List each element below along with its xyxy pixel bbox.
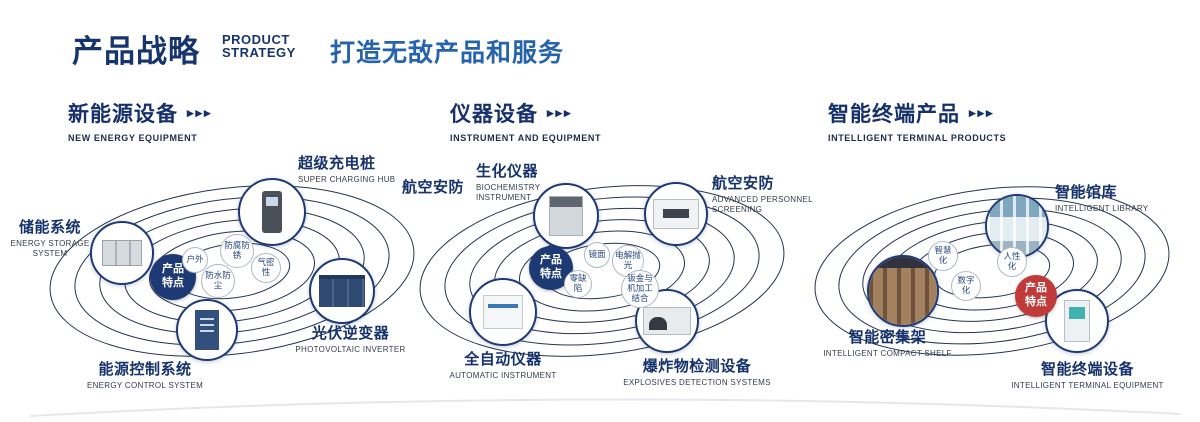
product-image-energy-storage (90, 221, 154, 285)
product-image-compact-shelf (867, 255, 939, 327)
feature-bubble-humanized: 人性化 (997, 247, 1027, 277)
product-label-super-charging-hub: 超级充电桩 SUPER CHARGING HUB (298, 155, 396, 184)
section-subtitle-terminal: INTELLIGENT TERMINAL PRODUCTS (828, 133, 1007, 143)
product-label-biochemistry-instrument: 生化仪器 BIOCHEMISTRY INSTRUMENT (476, 163, 541, 203)
product-image-biochemistry-instrument (533, 183, 599, 249)
storage-cabinet-icon (102, 240, 142, 266)
section-title-new-energy: 新能源设备 (68, 103, 178, 126)
feature-bubble-waterproof: 防水防尘 (201, 264, 235, 298)
product-label-automatic-instrument: 全自动仪器 AUTOMATIC INSTRUMENT (449, 351, 557, 380)
product-label-intelligent-library: 智能馆库 INTELLIGENT LIBRARY (1055, 184, 1149, 213)
product-label-explosives-detection: 爆炸物检测设备 EXPLOSIVES DETECTION SYSTEMS (623, 358, 771, 387)
page-title-english-line1: PRODUCT (222, 32, 290, 47)
feature-bubble-digital: 数字化 (951, 271, 981, 301)
section-title-instrument: 仪器设备 (450, 103, 538, 126)
feature-bubble-mirror: 镜面 (584, 242, 610, 268)
orbit-rings-new-energy (49, 185, 415, 357)
page-title-english: PRODUCT STRATEGY (222, 33, 296, 59)
product-label-compact-shelf: 智能密集架 INTELLIGENT COMPACT SHELF (823, 329, 952, 358)
triple-arrow-icon: ▸▸▸ (187, 105, 213, 120)
kiosk-terminal-icon (1064, 300, 1090, 342)
inverter-cabinet-icon (319, 275, 365, 307)
product-image-photovoltaic-inverter (309, 258, 375, 324)
section-subtitle-new-energy: NEW ENERGY EQUIPMENT (68, 133, 198, 143)
product-image-automatic-instrument (469, 278, 537, 346)
label-aviation-security-left: 航空安防 (402, 179, 465, 196)
product-image-energy-control (176, 299, 238, 361)
tagline: 打造无敌产品和服务 (330, 39, 565, 67)
product-features-badge-terminal: 产品特点 (1015, 275, 1057, 317)
product-label-photovoltaic-inverter: 光伏逆变器 PHOTOVOLTAIC INVERTER (295, 325, 406, 354)
product-label-terminal-equipment: 智能终端设备 INTELLIGENT TERMINAL EQUIPMENT (1011, 361, 1164, 390)
feature-bubble-airtight: 气密性 (251, 253, 281, 283)
product-label-energy-control: 能源控制系统 ENERGY CONTROL SYSTEM (86, 361, 204, 390)
product-features-badge-energy: 产品特点 (150, 254, 196, 300)
section-head-terminal: 智能终端产品 ▸▸▸ INTELLIGENT TERMINAL PRODUCTS (828, 98, 1006, 143)
page-title-english-line2: STRATEGY (222, 45, 296, 60)
automatic-instrument-icon (483, 295, 523, 329)
product-image-personnel-screening (644, 182, 708, 246)
product-features-badge-instrument: 产品特点 (529, 246, 573, 290)
section-subtitle-instrument: INSTRUMENT AND EQUIPMENT (450, 133, 602, 143)
triple-arrow-icon: ▸▸▸ (969, 105, 995, 120)
control-cabinet-icon (195, 310, 219, 350)
feature-bubble-intelligent: 智慧化 (928, 241, 958, 271)
feature-bubble-outdoor: 户外 (182, 247, 208, 273)
section-title-terminal: 智能终端产品 (828, 103, 960, 126)
feature-bubble-anticorrosion: 防腐防锈 (220, 234, 254, 268)
section-head-new-energy: 新能源设备 ▸▸▸ NEW ENERGY EQUIPMENT (68, 98, 213, 143)
library-scene-icon (987, 196, 1047, 256)
biochem-instrument-icon (549, 196, 583, 236)
compact-shelf-icon (869, 257, 937, 325)
charging-pile-icon (262, 191, 282, 233)
section-head-instrument: 仪器设备 ▸▸▸ INSTRUMENT AND EQUIPMENT (450, 98, 601, 143)
triple-arrow-icon: ▸▸▸ (547, 105, 573, 120)
feature-bubble-zero-defect: 零缺陷 (564, 270, 592, 298)
decorative-swoosh (29, 398, 1181, 417)
feature-bubble-sheetmetal-machining: 钣金与机加工结合 (621, 270, 659, 308)
explosives-detector-icon (643, 307, 691, 335)
screening-machine-icon (653, 199, 699, 229)
page-title: 产品战略 (72, 34, 200, 69)
product-image-super-charging-hub (238, 178, 306, 246)
product-label-energy-storage: 储能系统 ENERGY STORAGE SYSTEM (10, 219, 90, 259)
product-label-personnel-screening: 航空安防 ADVANCED PERSONNEL SCREENING (712, 175, 813, 215)
